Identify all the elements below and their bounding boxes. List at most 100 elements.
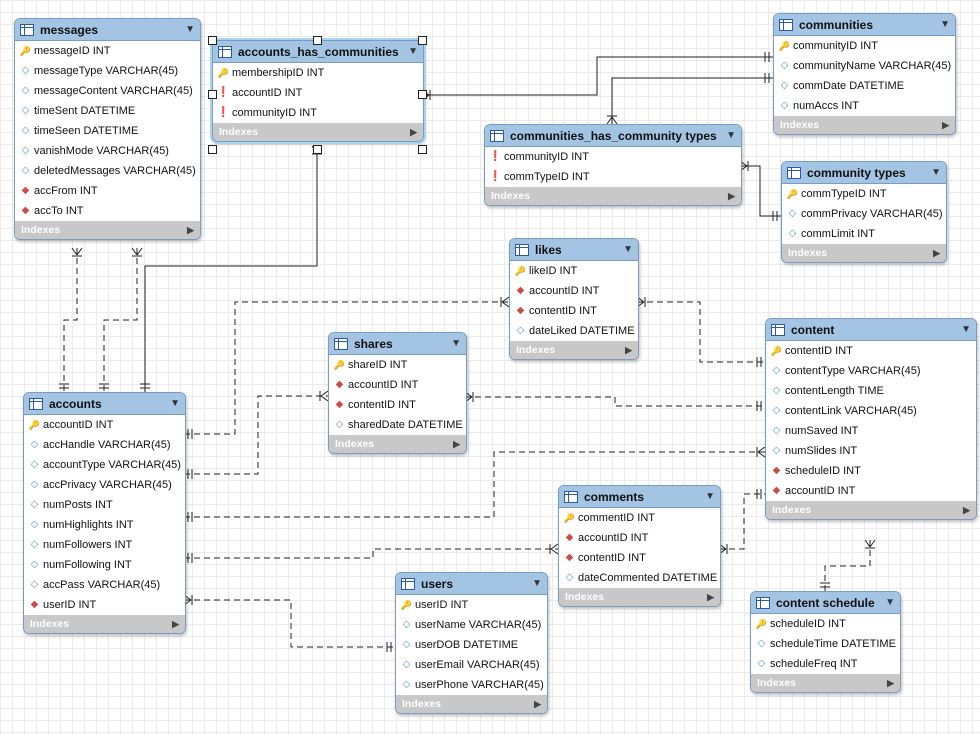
column-row[interactable]: ◇contentLength TIME [766, 381, 976, 401]
triangle-right-icon[interactable]: ▶ [887, 677, 894, 688]
resize-handle[interactable] [208, 36, 217, 45]
table-header[interactable]: content▼ [766, 319, 976, 341]
column-row[interactable]: ◇deletedMessages VARCHAR(45) [15, 161, 200, 181]
column-row[interactable]: ◆accFrom INT [15, 181, 200, 201]
column-row[interactable]: ◆accountID INT [329, 375, 466, 395]
column-row[interactable]: ◆accountID INT [510, 281, 638, 301]
indexes-bar[interactable]: Indexes▶ [782, 244, 946, 262]
indexes-bar[interactable]: Indexes▶ [24, 615, 185, 633]
table-header[interactable]: comments▼ [559, 486, 720, 508]
column-row[interactable]: ◇accountType VARCHAR(45) [24, 455, 185, 475]
column-row[interactable]: ◇sharedDate DATETIME [329, 415, 466, 435]
column-row[interactable]: ◆scheduleID INT [766, 461, 976, 481]
triangle-right-icon[interactable]: ▶ [172, 618, 179, 629]
table-comments[interactable]: comments▼🔑commentID INT◆accountID INT◆co… [558, 485, 721, 607]
triangle-right-icon[interactable]: ▶ [963, 504, 970, 515]
column-row[interactable]: ◇numHighlights INT [24, 515, 185, 535]
column-row[interactable]: ◇accPass VARCHAR(45) [24, 575, 185, 595]
table-communities-has-community-types[interactable]: communities_has_community types▼❗communi… [484, 124, 742, 206]
indexes-bar[interactable]: Indexes▶ [15, 221, 200, 239]
resize-handle[interactable] [313, 36, 322, 45]
column-row[interactable]: 🔑accountID INT [24, 415, 185, 435]
column-row[interactable]: ◇numAccs INT [774, 96, 955, 116]
table-users[interactable]: users▼🔑userID INT◇userName VARCHAR(45)◇u… [395, 572, 548, 714]
column-row[interactable]: ◇commDate DATETIME [774, 76, 955, 96]
table-accounts-has-communities[interactable]: accounts_has_communities▼🔑membershipID I… [212, 40, 424, 142]
resize-handle[interactable] [208, 90, 217, 99]
triangle-down-icon[interactable]: ▼ [961, 324, 971, 335]
resize-handle[interactable] [313, 145, 322, 154]
table-header[interactable]: content schedule▼ [751, 592, 900, 614]
column-row[interactable]: ◇userDOB DATETIME [396, 635, 547, 655]
column-row[interactable]: ◆userID INT [24, 595, 185, 615]
column-row[interactable]: 🔑commTypeID INT [782, 184, 946, 204]
triangle-down-icon[interactable]: ▼ [726, 130, 736, 141]
column-row[interactable]: ◇numSlides INT [766, 441, 976, 461]
triangle-down-icon[interactable]: ▼ [185, 24, 195, 35]
table-header[interactable]: users▼ [396, 573, 547, 595]
column-row[interactable]: ◆contentID INT [559, 548, 720, 568]
resize-handle[interactable] [418, 145, 427, 154]
column-row[interactable]: ◆accTo INT [15, 201, 200, 221]
column-row[interactable]: ❗communityID INT [213, 103, 423, 123]
column-row[interactable]: 🔑contentID INT [766, 341, 976, 361]
column-row[interactable]: ◇numSaved INT [766, 421, 976, 441]
table-header[interactable]: likes▼ [510, 239, 638, 261]
column-row[interactable]: ◇messageType VARCHAR(45) [15, 61, 200, 81]
triangle-down-icon[interactable]: ▼ [705, 491, 715, 502]
table-header[interactable]: community types▼ [782, 162, 946, 184]
table-header[interactable]: shares▼ [329, 333, 466, 355]
resize-handle[interactable] [208, 145, 217, 154]
triangle-right-icon[interactable]: ▶ [728, 190, 735, 201]
column-row[interactable]: ◇scheduleTime DATETIME [751, 634, 900, 654]
column-row[interactable]: ◇accHandle VARCHAR(45) [24, 435, 185, 455]
column-row[interactable]: ◇contentType VARCHAR(45) [766, 361, 976, 381]
column-row[interactable]: ◇scheduleFreq INT [751, 654, 900, 674]
column-row[interactable]: ❗communityID INT [485, 147, 741, 167]
table-header[interactable]: accounts_has_communities▼ [213, 41, 423, 63]
table-likes[interactable]: likes▼🔑likeID INT◆accountID INT◆contentI… [509, 238, 639, 360]
triangle-down-icon[interactable]: ▼ [532, 578, 542, 589]
table-communities[interactable]: communities▼🔑communityID INT◇communityNa… [773, 13, 956, 135]
column-row[interactable]: ◇numFollowers INT [24, 535, 185, 555]
triangle-down-icon[interactable]: ▼ [451, 338, 461, 349]
triangle-right-icon[interactable]: ▶ [625, 344, 632, 355]
indexes-bar[interactable]: Indexes▶ [213, 123, 423, 141]
triangle-down-icon[interactable]: ▼ [931, 167, 941, 178]
triangle-down-icon[interactable]: ▼ [940, 19, 950, 30]
column-row[interactable]: ◇userPhone VARCHAR(45) [396, 675, 547, 695]
column-row[interactable]: 🔑communityID INT [774, 36, 955, 56]
indexes-bar[interactable]: Indexes▶ [774, 116, 955, 134]
column-row[interactable]: ◇numFollowing INT [24, 555, 185, 575]
column-row[interactable]: 🔑commentID INT [559, 508, 720, 528]
column-row[interactable]: 🔑shareID INT [329, 355, 466, 375]
triangle-down-icon[interactable]: ▼ [170, 398, 180, 409]
triangle-right-icon[interactable]: ▶ [453, 438, 460, 449]
column-row[interactable]: ◆accountID INT [559, 528, 720, 548]
column-row[interactable]: ◇commLimit INT [782, 224, 946, 244]
indexes-bar[interactable]: Indexes▶ [396, 695, 547, 713]
column-row[interactable]: ◇timeSent DATETIME [15, 101, 200, 121]
indexes-bar[interactable]: Indexes▶ [766, 501, 976, 519]
column-row[interactable]: ❗commTypeID INT [485, 167, 741, 187]
indexes-bar[interactable]: Indexes▶ [559, 588, 720, 606]
column-row[interactable]: ◇userName VARCHAR(45) [396, 615, 547, 635]
column-row[interactable]: 🔑scheduleID INT [751, 614, 900, 634]
column-row[interactable]: ◇userEmail VARCHAR(45) [396, 655, 547, 675]
column-row[interactable]: ◇communityName VARCHAR(45) [774, 56, 955, 76]
column-row[interactable]: ◆contentID INT [329, 395, 466, 415]
table-content-schedule[interactable]: content schedule▼🔑scheduleID INT◇schedul… [750, 591, 901, 693]
column-row[interactable]: ◆accountID INT [766, 481, 976, 501]
column-row[interactable]: 🔑userID INT [396, 595, 547, 615]
column-row[interactable]: ◆contentID INT [510, 301, 638, 321]
column-row[interactable]: 🔑membershipID INT [213, 63, 423, 83]
table-content[interactable]: content▼🔑contentID INT◇contentType VARCH… [765, 318, 977, 520]
resize-handle[interactable] [418, 90, 427, 99]
indexes-bar[interactable]: Indexes▶ [329, 435, 466, 453]
column-row[interactable]: ◇numPosts INT [24, 495, 185, 515]
triangle-down-icon[interactable]: ▼ [885, 597, 895, 608]
indexes-bar[interactable]: Indexes▶ [485, 187, 741, 205]
column-row[interactable]: ◇accPrivacy VARCHAR(45) [24, 475, 185, 495]
table-header[interactable]: accounts▼ [24, 393, 185, 415]
triangle-down-icon[interactable]: ▼ [408, 46, 418, 57]
